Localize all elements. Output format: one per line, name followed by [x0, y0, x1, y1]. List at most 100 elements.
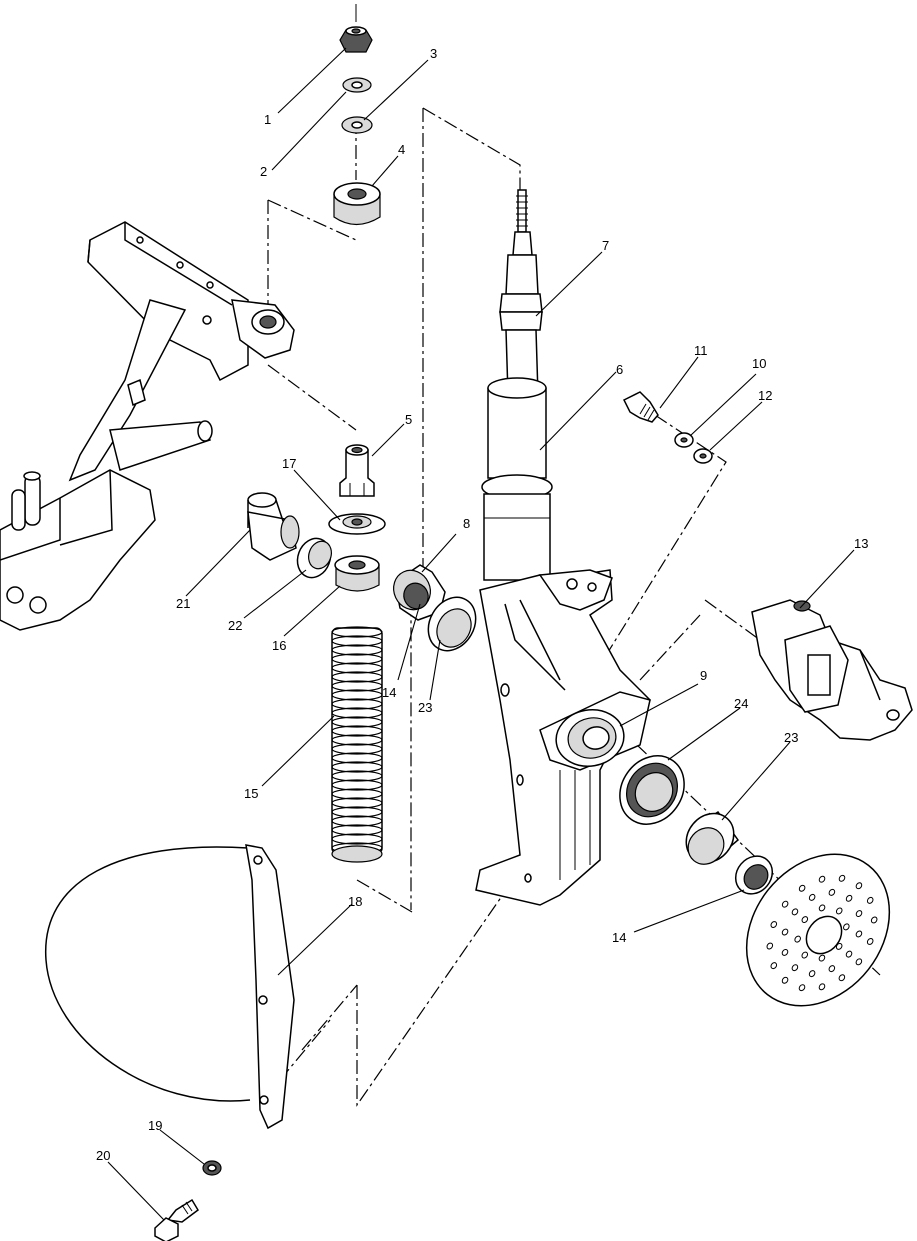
- spring-coil: [331, 671, 383, 683]
- callout-14-upper: 14: [382, 685, 396, 700]
- part-2-washer: [342, 77, 372, 93]
- part-14-bearing-cone-lower: [734, 855, 774, 895]
- brake-disc: [745, 853, 891, 1007]
- callout-13: 13: [854, 536, 868, 551]
- part-13-brake-caliper: [751, 599, 913, 741]
- spring-coil: [331, 824, 383, 836]
- callout-18: 18: [348, 894, 362, 909]
- part-23-bearing-race-lower: [685, 810, 740, 865]
- disc-vent-hole: [845, 950, 853, 958]
- callout-1: 1: [264, 112, 271, 127]
- disc-vent-hole: [838, 874, 846, 882]
- callout-10: 10: [752, 356, 766, 371]
- disc-vent-hole: [866, 896, 874, 904]
- part-15-coil-spring: [331, 626, 383, 863]
- callout-labels: 1 2 3 4 5 6 7 8 9 10 11 12 13 14 14 15 1…: [96, 46, 868, 1163]
- callout-3: 3: [430, 46, 437, 61]
- part-18-dust-shield: [45, 844, 295, 1130]
- callout-11: 11: [694, 343, 708, 358]
- disc-vent-hole: [794, 935, 801, 943]
- spring-coil: [331, 833, 383, 845]
- part-22-bushing-ring: [296, 537, 332, 579]
- part-17-washer: [328, 513, 386, 535]
- disc-vent-hole: [798, 984, 806, 992]
- spring-coil: [331, 788, 383, 800]
- callout-24: 24: [734, 696, 748, 711]
- disc-vent-hole: [808, 970, 816, 978]
- disc-vent-hole: [801, 951, 809, 959]
- callout-23-lower: 23: [784, 730, 798, 745]
- disc-vent-hole: [808, 893, 816, 901]
- spring-coil: [331, 644, 383, 656]
- disc-vent-hole: [781, 976, 789, 984]
- part-16-spring-seat: [334, 555, 380, 592]
- callout-15: 15: [244, 786, 258, 801]
- disc-vent-hole: [843, 923, 850, 931]
- spring-coil: [331, 797, 383, 809]
- spring-coil: [331, 698, 383, 710]
- callout-8: 8: [463, 516, 470, 531]
- part-23-bearing-race-upper: [427, 596, 477, 652]
- disc-vent-hole: [781, 900, 789, 908]
- disc-vent-hole: [855, 930, 863, 938]
- disc-vent-hole: [770, 962, 778, 970]
- disc-vent-hole: [835, 942, 843, 950]
- disc-vent-hole: [818, 983, 826, 991]
- part-24-seal: [619, 755, 685, 825]
- part-20-bolt: [154, 1198, 199, 1241]
- callout-21: 21: [176, 596, 190, 611]
- disc-vent-hole: [870, 916, 878, 924]
- disc-vent-hole: [855, 958, 863, 966]
- spring-coil: [331, 725, 383, 737]
- part-8-bearing-cone-upper: [393, 564, 446, 621]
- spring-coil: [331, 806, 383, 818]
- spring-coil: [331, 626, 383, 638]
- spring-coil: [331, 680, 383, 692]
- disc-vent-hole: [801, 916, 809, 924]
- callout-4: 4: [398, 142, 405, 157]
- disc-vent-hole: [818, 904, 826, 912]
- callout-19: 19: [148, 1118, 162, 1133]
- disc-vent-hole: [791, 964, 799, 972]
- callout-14-lower: 14: [612, 930, 626, 945]
- disc-vent-hole: [855, 882, 863, 890]
- part-7-strut-shaft: [499, 189, 543, 396]
- part-19-washer: [202, 1160, 222, 1176]
- disc-vent-hole: [818, 954, 826, 962]
- disc-vent-hole: [845, 894, 853, 902]
- disc-vent-hole: [855, 910, 863, 918]
- spring-coil: [331, 662, 383, 674]
- callout-6: 6: [616, 362, 623, 377]
- callout-9: 9: [700, 668, 707, 683]
- disc-vent-hole: [781, 948, 789, 956]
- part-12-washer: [693, 448, 713, 464]
- callout-5: 5: [405, 412, 412, 427]
- disc-vent-hole: [781, 928, 789, 936]
- spring-coil: [331, 779, 383, 791]
- spring-coil: [331, 707, 383, 719]
- part-21-pivot-pin: [247, 492, 300, 561]
- callout-22: 22: [228, 618, 242, 633]
- disc-vent-hole: [828, 888, 836, 896]
- callout-23-upper: 23: [418, 700, 432, 715]
- callout-17: 17: [282, 456, 296, 471]
- disc-vent-hole: [838, 974, 846, 982]
- spring-coil: [331, 716, 383, 728]
- callout-16: 16: [272, 638, 286, 653]
- disc-vent-hole: [818, 875, 826, 883]
- part-1-lock-nut: [339, 4, 373, 53]
- spring-coil: [331, 761, 383, 773]
- callout-20: 20: [96, 1148, 110, 1163]
- part-11-bolt: [622, 391, 659, 423]
- disc-vent-hole: [766, 942, 774, 950]
- callout-7: 7: [602, 238, 609, 253]
- disc-vent-hole: [828, 965, 836, 973]
- callout-12: 12: [758, 388, 772, 403]
- disc-vent-hole: [798, 884, 806, 892]
- frame-a-arm-assembly: [0, 221, 295, 631]
- spring-coil: [331, 770, 383, 782]
- disc-vent-hole: [791, 908, 799, 916]
- part-10-washer: [674, 432, 694, 448]
- spring-coil: [331, 635, 383, 647]
